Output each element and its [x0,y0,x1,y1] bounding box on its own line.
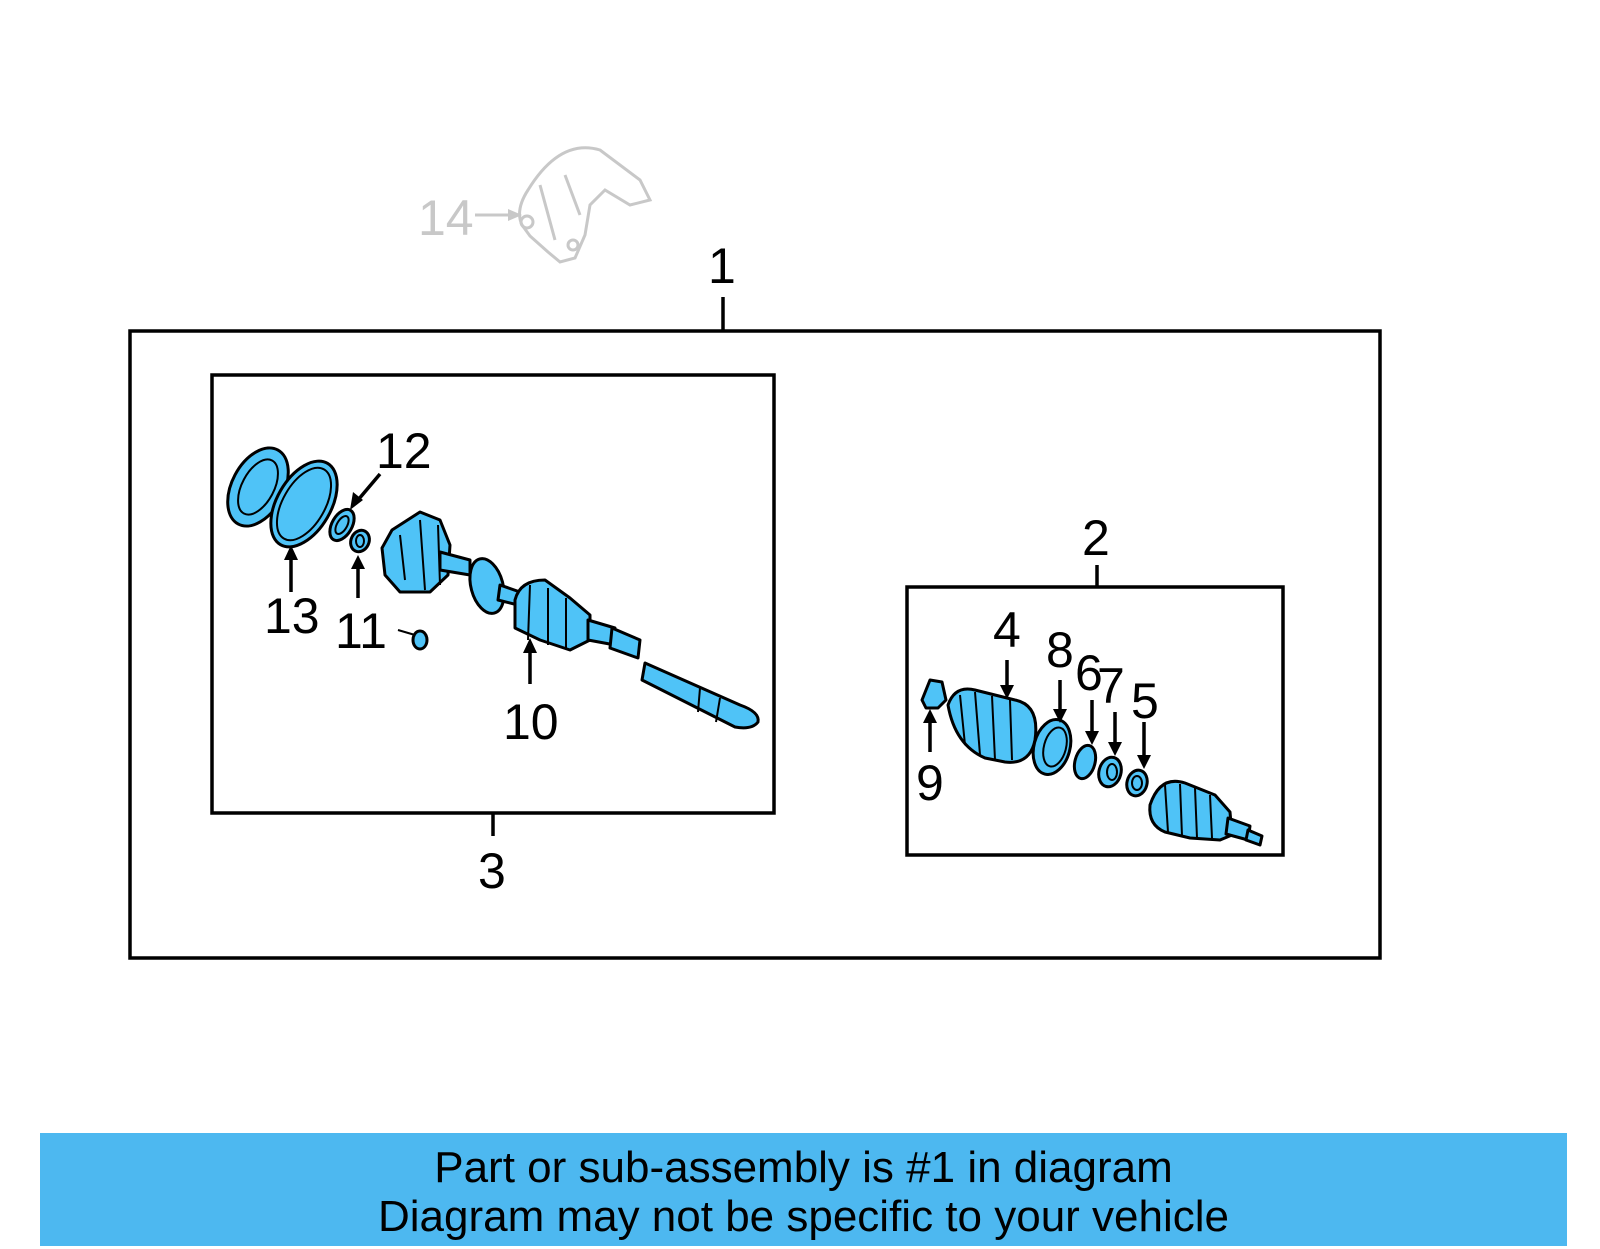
assembly-box-1 [128,329,1382,960]
banner-line-1: Part or sub-assembly is #1 in diagram [434,1143,1173,1192]
part-5-ring [1125,768,1149,798]
subassembly-box-2 [905,585,1285,857]
info-banner: Part or sub-assembly is #1 in diagram Di… [40,1133,1567,1246]
callout-14: 14 [418,190,474,246]
banner-line-2: Diagram may not be specific to your vehi… [377,1192,1230,1241]
part-12-ring [328,507,356,543]
part-9-nut [920,678,948,710]
callout-12: 12 [376,423,432,479]
part-6-ring [1072,743,1098,781]
part-13-boot [226,446,339,549]
callout-11: 11 [335,603,387,659]
callout-10: 10 [503,694,559,750]
callout-8: 8 [1046,622,1074,678]
bolt [397,629,429,651]
callout-13: 13 [264,588,320,644]
callout-4: 4 [993,602,1021,658]
part-4-boot [946,687,1038,764]
outer-joint [1148,779,1264,847]
callout-6: 6 [1075,645,1103,701]
callout-7: 7 [1097,658,1125,714]
callout-9: 9 [916,755,944,811]
callout-2: 2 [1082,510,1110,566]
callout-1: 1 [708,238,736,294]
part-11-clip [349,528,371,554]
callout-5: 5 [1131,673,1159,729]
part-8-clamp [1031,718,1073,776]
part-7-bearing [1097,755,1123,789]
part-10-shaft-assembly [380,510,760,730]
part-14-ghost [475,146,653,264]
callout-3: 3 [478,843,506,899]
